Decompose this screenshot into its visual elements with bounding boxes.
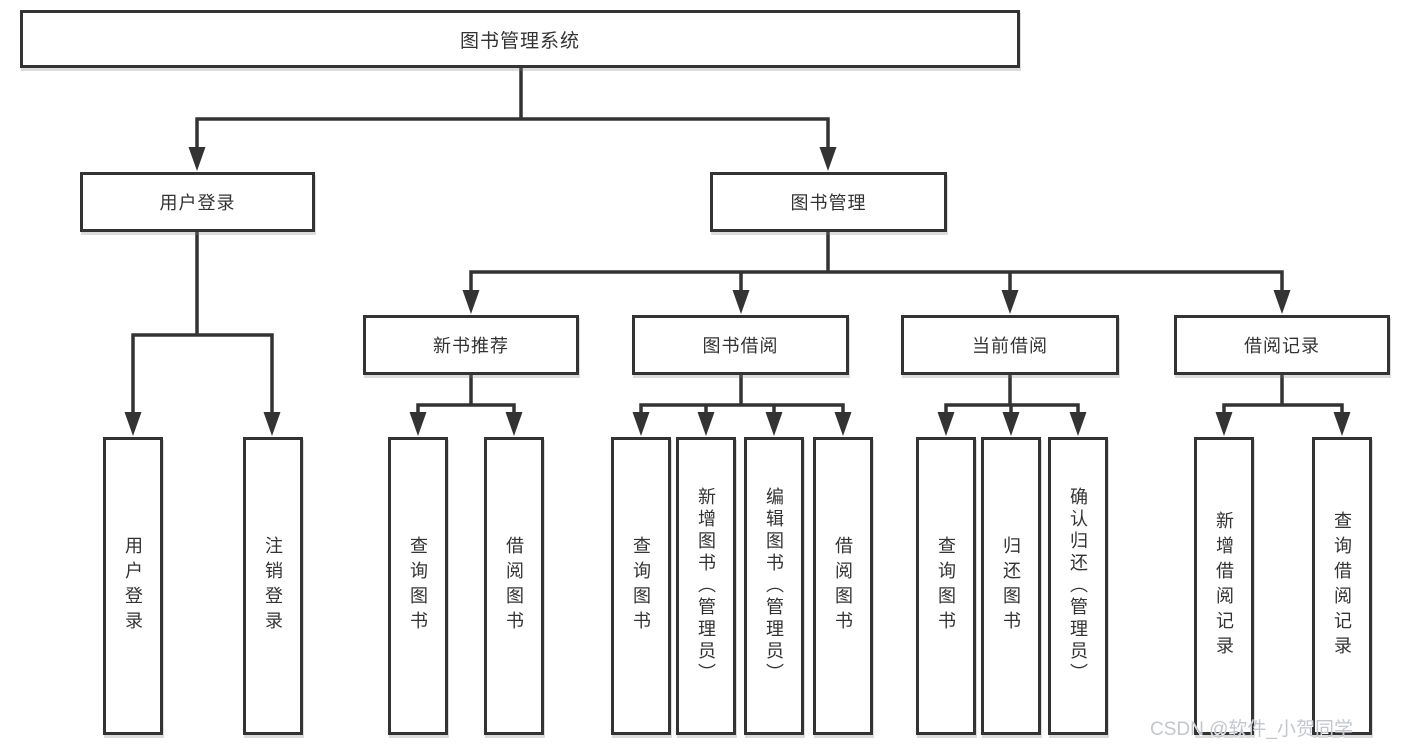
leaf-label: 借阅图书 [833, 536, 853, 636]
node-leaf-query-books-borrowing: 查询图书 [611, 437, 671, 735]
node-leaf-query-borrow-record: 查询借阅记录 [1312, 437, 1372, 735]
leaf-label: 新增图书（管理员） [696, 487, 716, 685]
leaf-label: 归还图书 [1001, 536, 1021, 636]
node-leaf-borrow-books-borrowing: 借阅图书 [813, 437, 873, 735]
node-leaf-logout: 注销登录 [243, 437, 303, 735]
leaf-label: 用户登录 [123, 536, 143, 636]
node-leaf-borrow-books-recommend: 借阅图书 [484, 437, 544, 735]
node-book-management: 图书管理 [710, 172, 947, 232]
node-leaf-user-login: 用户登录 [103, 437, 163, 735]
node-current-borrowing: 当前借阅 [901, 315, 1119, 375]
node-leaf-query-books-recommend: 查询图书 [388, 437, 448, 735]
node-leaf-query-books-current: 查询图书 [916, 437, 976, 735]
leaf-label: 查询图书 [936, 536, 956, 636]
leaf-label: 查询借阅记录 [1332, 511, 1352, 661]
node-leaf-add-books-admin: 新增图书（管理员） [676, 437, 736, 735]
leaf-label: 注销登录 [263, 536, 283, 636]
node-borrowing-records: 借阅记录 [1174, 315, 1390, 375]
node-leaf-edit-books-admin: 编辑图书（管理员） [744, 437, 804, 735]
node-root: 图书管理系统 [20, 10, 1020, 68]
leaf-label: 确认归还（管理员） [1068, 487, 1088, 685]
leaf-label: 新增借阅记录 [1214, 511, 1234, 661]
watermark: CSDN @软件_小贺同学 [1150, 719, 1353, 740]
node-new-book-recommendation: 新书推荐 [363, 315, 579, 375]
leaf-label: 查询图书 [408, 536, 428, 636]
leaf-label: 借阅图书 [504, 536, 524, 636]
leaf-label: 编辑图书（管理员） [764, 487, 784, 685]
leaf-label: 查询图书 [631, 536, 651, 636]
node-book-borrowing: 图书借阅 [632, 315, 849, 375]
node-leaf-add-borrow-record: 新增借阅记录 [1194, 437, 1254, 735]
node-leaf-confirm-return-admin: 确认归还（管理员） [1048, 437, 1108, 735]
node-leaf-return-books: 归还图书 [981, 437, 1041, 735]
node-user-login: 用户登录 [80, 172, 315, 232]
